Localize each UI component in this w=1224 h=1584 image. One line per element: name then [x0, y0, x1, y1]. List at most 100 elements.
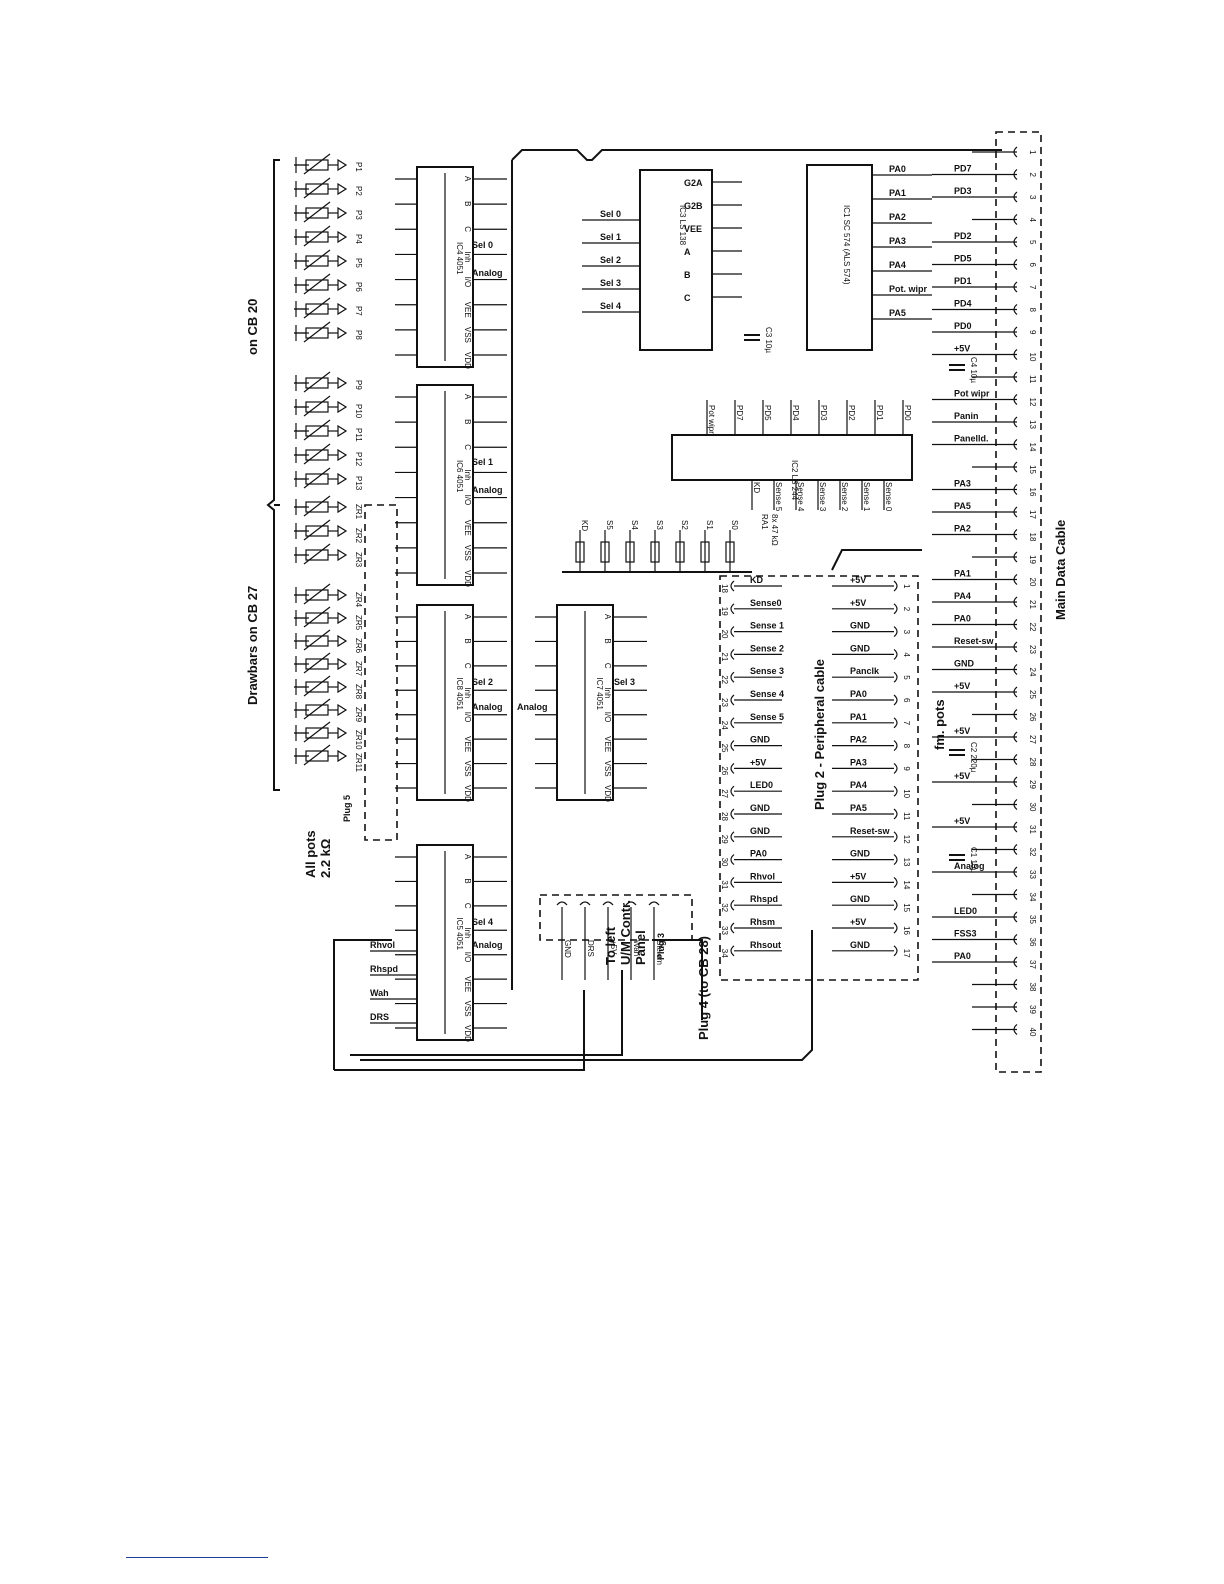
plug2-pin-label: PA5 — [850, 803, 867, 813]
pin-label: A — [463, 176, 472, 182]
pin-cup — [730, 603, 735, 615]
ic1-pin: Pot. wipr — [889, 284, 927, 294]
ic3-pin: Sel 1 — [600, 232, 621, 242]
plug4-pin-label: KD — [750, 575, 763, 585]
main-pin-label: Panelld. — [954, 434, 989, 444]
sel-label: Sel 1 — [472, 457, 493, 467]
potentiometer: ZR3 — [294, 543, 363, 568]
ic3-pin-r: G2B — [684, 201, 703, 211]
plug4-pin-label: LED0 — [750, 780, 773, 790]
main-pin-num: 22 — [1028, 623, 1037, 632]
footnote-rule — [126, 1557, 268, 1558]
resistor — [575, 541, 585, 563]
main-pin-label: FSS3 — [954, 929, 977, 939]
panel-label: Panel — [633, 930, 648, 965]
pot-label: ZR4 — [354, 592, 363, 608]
pot-label: P2 — [354, 186, 363, 196]
ic1-label: IC1 SC 574 (ALS 574) — [842, 205, 851, 285]
pin-label: VDD — [463, 1025, 472, 1042]
main-pin-num: 26 — [1028, 713, 1037, 722]
pin-label: VEE — [463, 976, 472, 992]
pot-label: ZR3 — [354, 552, 363, 568]
pot-label: P11 — [354, 428, 363, 442]
plug3-pin: GND — [563, 940, 572, 958]
ic2-bot-pin: Sense 0 — [884, 482, 893, 512]
pot-label: ZR2 — [354, 528, 363, 544]
ic2-top-pin: PD1 — [875, 405, 884, 421]
pin-label: B — [463, 201, 472, 206]
main-pin-label: PD1 — [954, 276, 972, 286]
main-pin-label: +5V — [954, 726, 970, 736]
main-pin-label: PA1 — [954, 569, 971, 579]
plug4-pin-num: 29 — [720, 835, 729, 844]
pin-label: B — [463, 419, 472, 424]
main-pin-num: 6 — [1028, 263, 1037, 268]
main-pin-num: 9 — [1028, 330, 1037, 335]
main-pin-num: 10 — [1028, 353, 1037, 362]
pin-cup — [893, 740, 898, 752]
plug3-pin: DRS — [586, 940, 595, 957]
ic3-pin-r: VEE — [684, 224, 702, 234]
ic1-pin: PA5 — [889, 308, 906, 318]
ic3-box — [639, 169, 713, 351]
plug2-pin-label: +5V — [850, 917, 866, 927]
plug3-pin: +5V — [609, 940, 618, 955]
plug2-label: Plug 2 - Peripheral cable — [812, 659, 827, 810]
main-pin-num: 32 — [1028, 848, 1037, 857]
pin-label: B — [463, 638, 472, 643]
main-pin-label: PD3 — [954, 186, 972, 196]
main-pin-num: 15 — [1028, 465, 1037, 474]
main-pin-num: 34 — [1028, 893, 1037, 902]
main-pin-label: Reset-sw — [954, 636, 995, 646]
main-pin-label: PA5 — [954, 501, 971, 511]
pin-cup — [730, 694, 735, 706]
plug2-pin-label: Panclk — [850, 666, 880, 676]
pot-label: ZR7 — [354, 661, 363, 677]
pot-label: P9 — [354, 380, 363, 390]
potentiometer: ZR8 — [294, 675, 363, 700]
main-pin-num: 33 — [1028, 870, 1037, 879]
res-label: KD — [580, 520, 589, 531]
plug2-pin-label: PA3 — [850, 757, 867, 767]
pin-label: A — [463, 854, 472, 860]
main-pin-label: Panin — [954, 411, 979, 421]
plug2-pin-label: PA0 — [850, 689, 867, 699]
plug4-pin-num: 28 — [720, 812, 729, 821]
plug2-pin-num: 17 — [902, 949, 911, 958]
all-pots-label: All pots — [303, 830, 318, 878]
pin-label: Inh — [463, 469, 472, 480]
ic2-top-pin: PD0 — [903, 405, 912, 421]
plug3-pin: Stelem — [655, 940, 664, 965]
ic3-pin-r: C — [684, 293, 691, 303]
ic3-label: IC3 LS 138 — [678, 205, 687, 246]
plug4-pin-label: Sense 4 — [750, 689, 784, 699]
potentiometer: ZR7 — [294, 652, 363, 677]
left-line-label: DRS — [370, 1012, 389, 1022]
res-label: S1 — [705, 520, 714, 530]
main-pin-label: LED0 — [954, 906, 977, 916]
plug4-pin-label: GND — [750, 735, 771, 745]
plug2-pin-label: GND — [850, 894, 871, 904]
pot-label: P5 — [354, 258, 363, 268]
plug3-label: Plug 3 — [656, 933, 666, 960]
resistor — [725, 541, 735, 563]
pin-cup — [730, 580, 735, 592]
pin-cup — [730, 876, 735, 888]
plug4-pin-num: 31 — [720, 880, 729, 889]
pot-label: ZR6 — [354, 638, 363, 654]
pot-label: P4 — [354, 234, 363, 244]
main-pin-label: PA0 — [954, 614, 971, 624]
plug4-pin-num: 19 — [720, 607, 729, 616]
sel-label: Sel 2 — [472, 677, 493, 687]
resistor — [675, 541, 685, 563]
on-cb20-label: on CB 20 — [245, 299, 260, 355]
potentiometer: ZR2 — [294, 519, 363, 544]
pot-label: ZR9 — [354, 707, 363, 723]
plug3-box — [539, 894, 693, 941]
res-label: S0 — [730, 520, 739, 530]
pin-label: VEE — [603, 736, 612, 752]
pin-label: C — [463, 444, 472, 450]
plug4-pin-num: 32 — [720, 903, 729, 912]
plug4-pin-num: 34 — [720, 949, 729, 958]
main-pin-label: PD5 — [954, 254, 972, 264]
